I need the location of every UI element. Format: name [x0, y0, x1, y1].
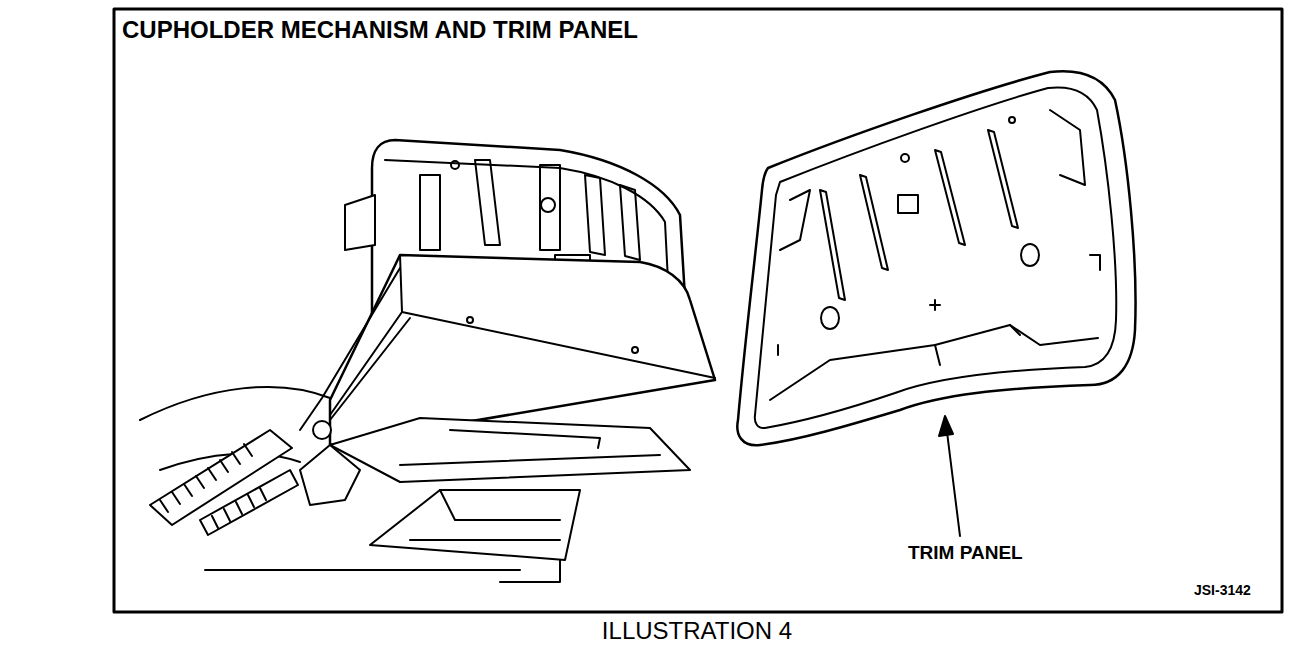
- leader-arrow: [939, 416, 960, 536]
- hand-with-pliers: [140, 387, 330, 535]
- trim-panel: [737, 71, 1135, 445]
- frame: [114, 9, 1282, 612]
- figure-caption: ILLUSTRATION 4: [602, 618, 792, 644]
- cupholder-mechanism: [205, 140, 715, 582]
- part-label: TRIM PANEL: [908, 543, 1023, 564]
- figure-title: CUPHOLDER MECHANISM AND TRIM PANEL: [122, 17, 638, 43]
- figure-code: JSI-3142: [1194, 583, 1251, 598]
